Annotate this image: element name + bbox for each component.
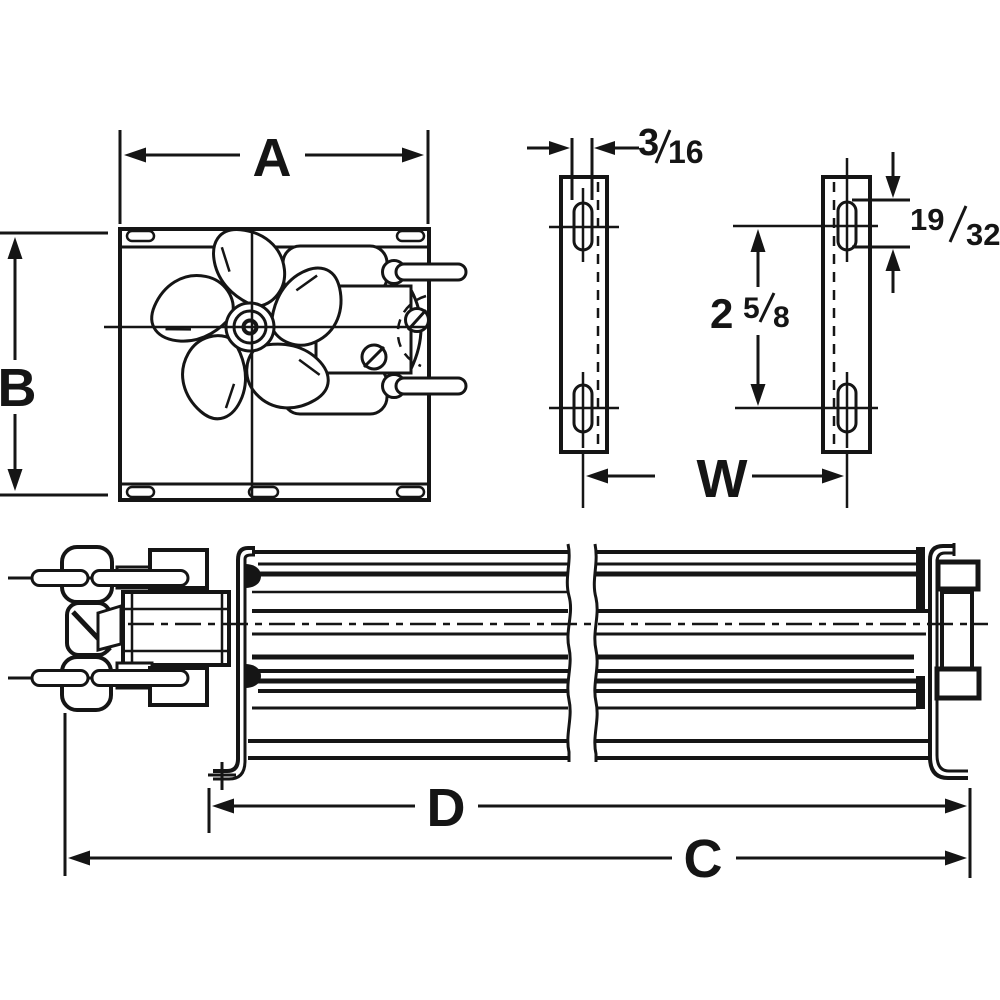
hidden-wheel-arc xyxy=(396,294,427,368)
motor-terminals-end-view xyxy=(381,259,468,399)
dimension-A: A xyxy=(118,128,430,224)
frame-mounting-slots xyxy=(125,229,426,499)
arrowhead-up xyxy=(885,249,901,271)
bracket-screw xyxy=(245,664,261,688)
arrowhead-left xyxy=(124,147,146,163)
dimension-slot-spacing: 2 5 8 xyxy=(710,229,790,406)
left-bracket xyxy=(549,175,619,508)
frac-denominator: 8 xyxy=(773,301,790,334)
motor-terminals-side xyxy=(8,569,190,687)
bearing-frame xyxy=(940,590,974,674)
dimension-W: W xyxy=(586,449,844,509)
dim-label-C: C xyxy=(684,829,723,889)
fan-blade xyxy=(150,274,235,343)
terminal-pin xyxy=(30,669,90,687)
terminal-pin xyxy=(90,569,190,587)
dimension-C: C xyxy=(63,713,967,889)
arrowhead-right xyxy=(822,468,844,484)
frac-denominator: 32 xyxy=(966,217,1000,252)
frac-numerator: 19 xyxy=(910,202,944,237)
left-end-bracket xyxy=(208,546,261,790)
screw-bottom xyxy=(360,343,388,371)
arrowhead-right xyxy=(945,798,967,814)
dim-label-D: D xyxy=(427,778,466,838)
side-view: D C xyxy=(8,543,988,889)
arrowhead-down xyxy=(885,176,901,198)
bearing-block xyxy=(934,666,982,701)
arrowhead-right xyxy=(549,141,570,155)
bearing-block xyxy=(935,559,981,592)
dimension-slot-length: 19 32 xyxy=(852,152,1000,293)
motor-shaft-boss xyxy=(96,603,123,652)
bracket-screw xyxy=(245,564,261,588)
dim-label-W: W xyxy=(697,449,748,509)
arrowhead-down xyxy=(7,469,23,491)
terminal-pin xyxy=(90,669,190,687)
frac-whole: 2 xyxy=(710,290,733,337)
blower-housing-lines xyxy=(248,547,929,760)
wheel-end-band xyxy=(916,547,925,610)
dimension-D: D xyxy=(207,778,972,878)
fraction-slash xyxy=(758,292,776,323)
fan-blade xyxy=(212,228,287,309)
dimension-slot-width: 3 16 xyxy=(527,122,704,200)
right-end-bracket xyxy=(928,543,982,780)
dim-label-A: A xyxy=(253,128,292,188)
end-view: A B xyxy=(0,128,468,502)
right-bracket xyxy=(733,158,878,508)
motor-housing xyxy=(121,590,231,667)
dim-label-B: B xyxy=(0,358,37,418)
break-lines xyxy=(565,543,599,762)
frac-denominator: 16 xyxy=(668,134,704,170)
arrowhead-left xyxy=(212,798,234,814)
frac-numerator: 5 xyxy=(743,292,760,325)
terminal-pin xyxy=(394,376,468,396)
fan-blade xyxy=(181,334,247,421)
frac-numerator: 3 xyxy=(638,122,659,164)
wheel-end-band xyxy=(916,676,925,709)
arrowhead-left xyxy=(594,141,615,155)
terminal-pin xyxy=(30,569,90,587)
arrowhead-left xyxy=(586,468,608,484)
terminal-pin xyxy=(394,262,468,282)
arrowhead-down xyxy=(750,384,766,406)
arrowhead-right xyxy=(402,147,424,163)
fan-blade xyxy=(245,342,330,410)
arrowhead-up xyxy=(7,237,23,259)
dimension-B: B xyxy=(0,231,108,497)
arrowhead-right xyxy=(945,850,967,866)
fraction-slash xyxy=(948,205,968,243)
arrowhead-up xyxy=(750,229,766,252)
fraction-slash xyxy=(654,129,672,164)
mounting-brackets-view: 3 16 19 32 2 5 8 xyxy=(527,122,1000,509)
arrowhead-left xyxy=(68,850,90,866)
